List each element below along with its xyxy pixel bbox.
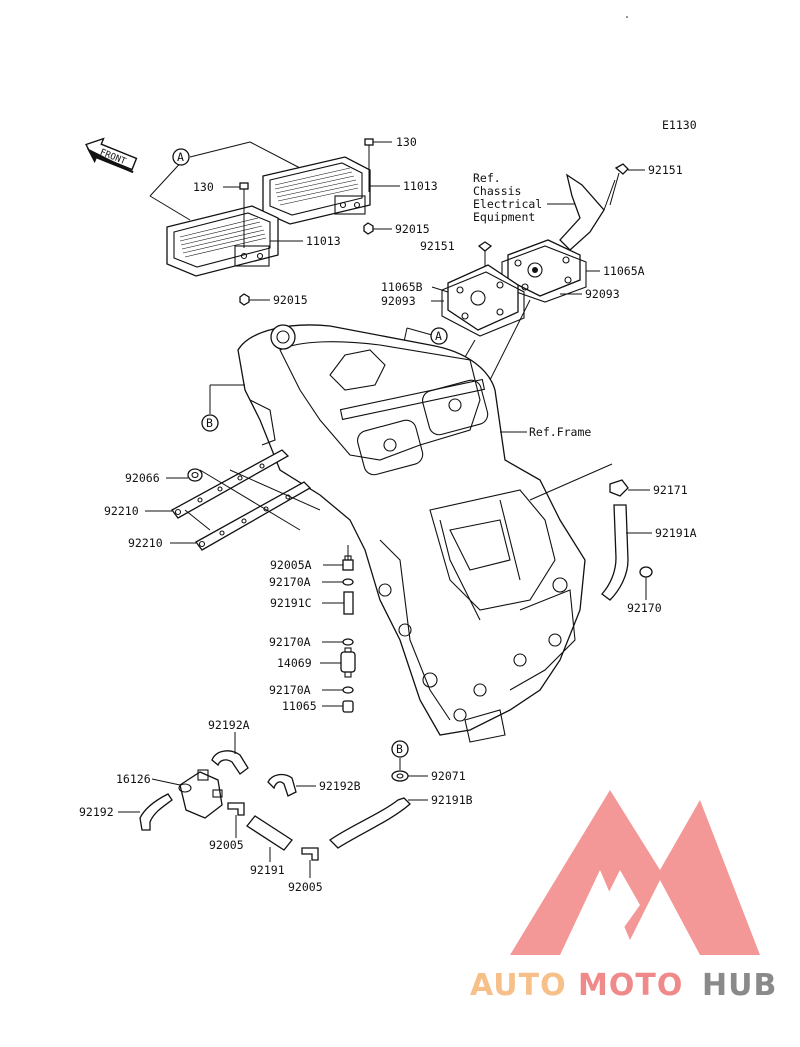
- hose-92192: [139, 793, 173, 831]
- clamp-92170A-2-icon: [342, 638, 354, 646]
- bolt-130-upper-icon: [364, 138, 392, 192]
- label-92093-left: 92093: [381, 294, 416, 308]
- label-92071: 92071: [431, 769, 466, 783]
- callout-B-bottom: B: [391, 740, 409, 770]
- label-130-lower: 130: [193, 180, 214, 194]
- label-11013-lower: 11013: [306, 234, 341, 248]
- label-11013-upper: 11013: [403, 179, 438, 193]
- callout-B-label-2: B: [396, 742, 403, 756]
- hose-92192B: [267, 773, 297, 797]
- watermark-text: AUTO MOTO HUB: [470, 968, 777, 1003]
- label-92171: 92171: [653, 483, 688, 497]
- hose-92192A: [211, 750, 249, 775]
- valve-16126: [178, 769, 223, 819]
- label-14069: 14069: [277, 656, 312, 670]
- clamp-92170-icon: [639, 566, 653, 578]
- label-92005-right: 92005: [288, 880, 323, 894]
- label-92005A: 92005A: [270, 558, 312, 572]
- callout-A-label-2: A: [435, 329, 442, 343]
- clamp-92170A-3-icon: [342, 686, 354, 694]
- grommet-92071-icon: [391, 770, 409, 782]
- label-92170A-3: 92170A: [269, 683, 311, 697]
- label-92170A-2: 92170A: [269, 635, 311, 649]
- label-92151-upper: 92151: [648, 163, 683, 177]
- label-92015-upper: 92015: [395, 222, 430, 236]
- speck-dot: [626, 16, 628, 18]
- ref-chassis-line3: Electrical: [473, 197, 542, 211]
- watermark-auto: AUTO: [470, 968, 567, 1003]
- cap-11065-icon: [342, 700, 354, 713]
- label-92210-lower: 92210: [128, 536, 163, 550]
- boot-11065A: [501, 239, 587, 303]
- watermark-logo-icon: [510, 790, 760, 955]
- label-92151-lower: 92151: [420, 239, 455, 253]
- callout-B-left: B: [201, 384, 245, 432]
- watermark-hub: HUB: [702, 968, 777, 1003]
- label-92005-left: 92005: [209, 838, 244, 852]
- mounting-bracket: [559, 173, 616, 251]
- label-11065A: 11065A: [603, 264, 645, 278]
- bolt-130-lower-icon: [223, 182, 249, 248]
- label-92192B: 92192B: [319, 779, 361, 793]
- callout-A-label-1: A: [177, 150, 184, 164]
- label-92192A: 92192A: [208, 718, 250, 732]
- strap-92210-lower: [195, 481, 312, 551]
- label-92210-upper: 92210: [104, 504, 139, 518]
- hose-92191B: [328, 797, 411, 849]
- hose-92191A: [601, 504, 629, 601]
- label-92093-right: 92093: [585, 287, 620, 301]
- ref-chassis-line1: Ref.: [473, 171, 501, 185]
- label-92191A: 92191A: [655, 526, 697, 540]
- hose-92191C: [343, 591, 354, 615]
- elbow-92005-left-icon: [227, 802, 245, 816]
- watermark-moto: MOTO: [578, 968, 683, 1003]
- strap-92210-upper: [171, 449, 290, 519]
- grommet-92066-icon: [187, 468, 203, 482]
- nut-92015-lower-icon: [239, 293, 250, 306]
- elbow-92005-right-icon: [301, 847, 319, 861]
- label-92170A-1: 92170A: [269, 575, 311, 589]
- clamp-92170A-1-icon: [342, 578, 354, 586]
- clip-92171-icon: [609, 479, 629, 497]
- label-11065: 11065: [282, 699, 317, 713]
- label-16126: 16126: [116, 772, 151, 786]
- callout-B-label-1: B: [206, 416, 213, 430]
- ref-chassis-line2: Chassis: [473, 184, 521, 198]
- filter-14069: [340, 647, 356, 678]
- callout-A-middle: A: [399, 327, 448, 361]
- label-92066: 92066: [125, 471, 160, 485]
- label-92191B: 92191B: [431, 793, 473, 807]
- ref-chassis-line4: Equipment: [473, 210, 535, 224]
- label-92192: 92192: [79, 805, 114, 819]
- bolt-92151-lower-icon: [477, 241, 493, 268]
- label-92191C: 92191C: [270, 596, 312, 610]
- ref-frame: Ref.Frame: [529, 425, 591, 439]
- bolt-92151-upper-icon: [609, 163, 629, 206]
- label-92170: 92170: [627, 601, 662, 615]
- hose-92191: [246, 815, 293, 851]
- nut-92015-upper-icon: [363, 222, 374, 235]
- label-130-upper: 130: [396, 135, 417, 149]
- ecu-unit-upper: [262, 156, 371, 225]
- boot-11065B: [441, 264, 525, 337]
- label-11065B: 11065B: [381, 280, 423, 294]
- label-92191: 92191: [250, 863, 285, 877]
- callout-A-top: A: [149, 141, 301, 221]
- motorcycle-frame: [237, 324, 586, 743]
- diagram-code: E1130: [662, 118, 697, 132]
- ecu-unit-lower: [166, 205, 279, 277]
- label-92015-lower: 92015: [273, 293, 308, 307]
- front-arrow-icon: FRONT: [85, 137, 138, 174]
